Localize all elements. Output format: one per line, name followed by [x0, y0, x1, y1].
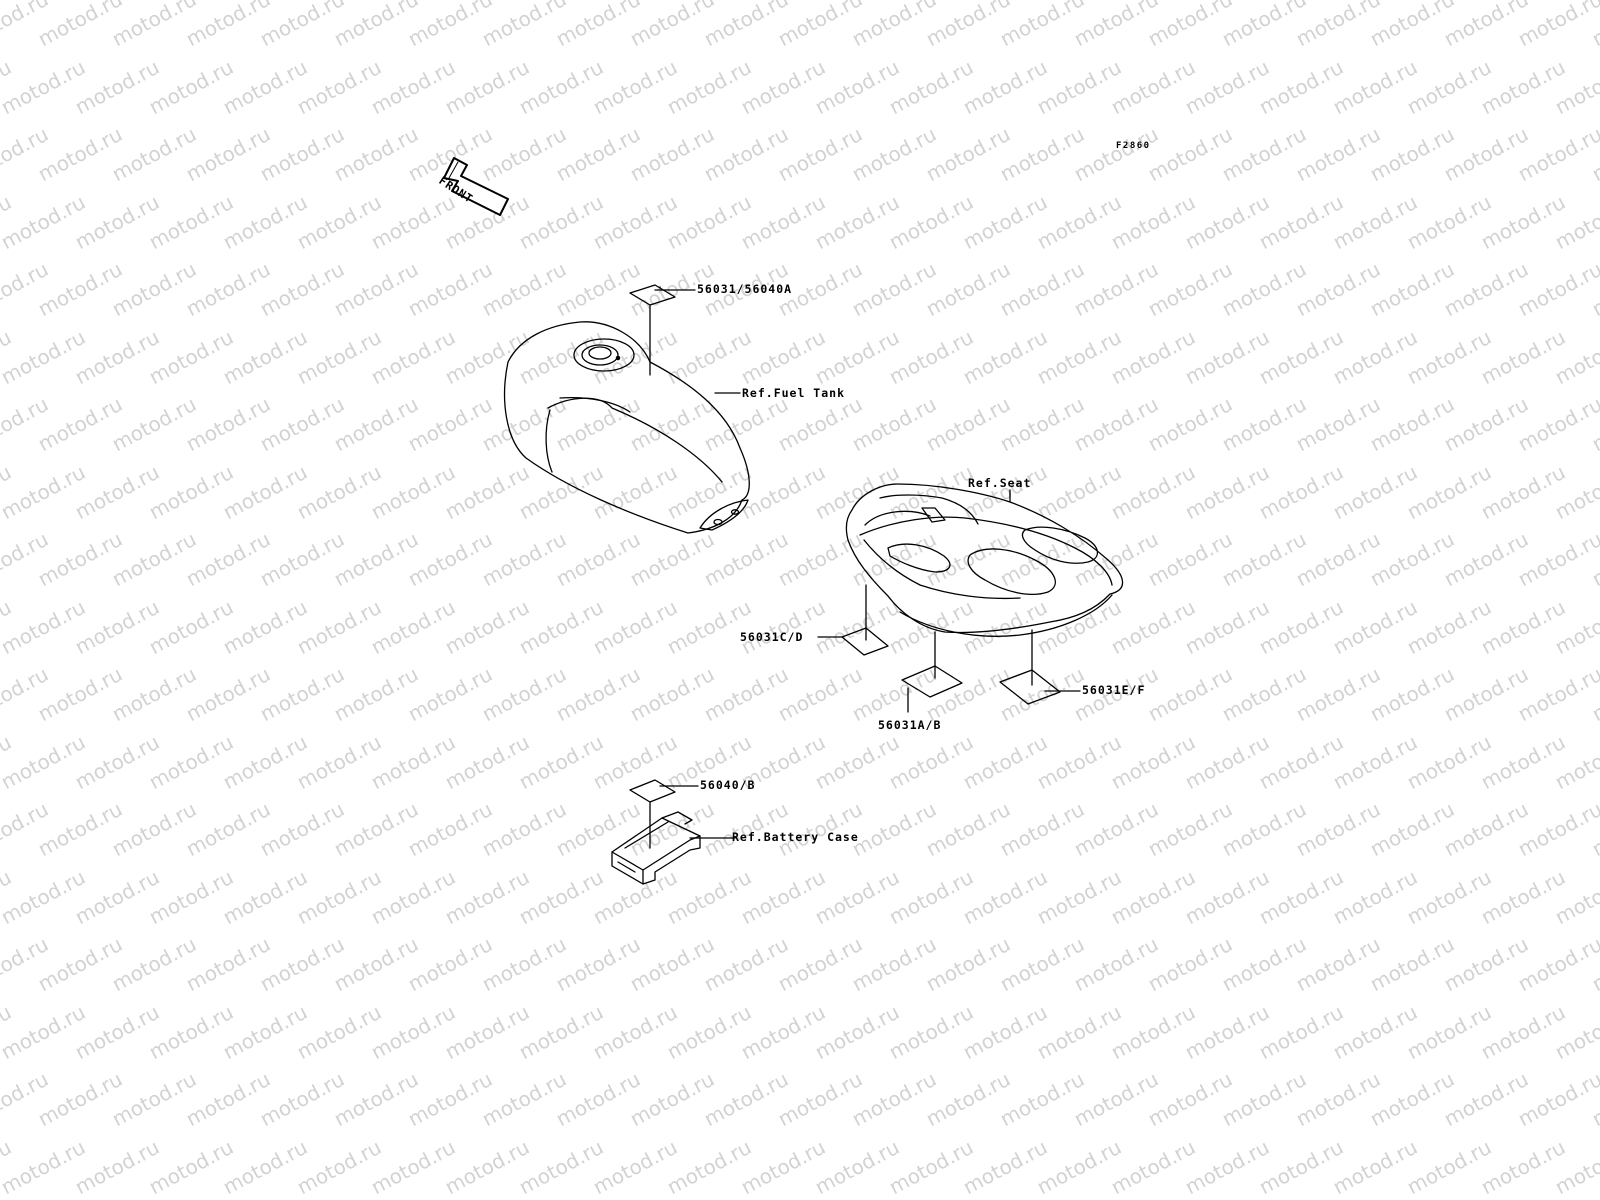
callout-ref-battery-case: Ref.Battery Case [732, 830, 859, 844]
callout-56031cd: 56031C/D [740, 630, 804, 644]
label-56031cd [817, 584, 889, 656]
seat-outline [845, 483, 1124, 637]
fuel-tank-outline [503, 321, 750, 534]
callout-56040b: 56040/B [700, 778, 756, 792]
callout-ref-seat: Ref.Seat [968, 476, 1032, 490]
label-56031-56040a [629, 284, 696, 376]
callout-56031ef: 56031E/F [1082, 683, 1146, 697]
callout-56031ab: 56031A/B [878, 718, 942, 732]
front-arrow-icon [443, 157, 509, 216]
callout-56031-56040a: 56031/56040A [697, 282, 793, 296]
battery-case-outline [611, 811, 736, 885]
callout-ref-fuel-tank: Ref.Fuel Tank [742, 386, 846, 400]
label-56040b [629, 779, 699, 849]
label-56031ab [901, 631, 963, 713]
figure-code: F2860 [1116, 141, 1151, 151]
label-56031ef [999, 629, 1081, 705]
